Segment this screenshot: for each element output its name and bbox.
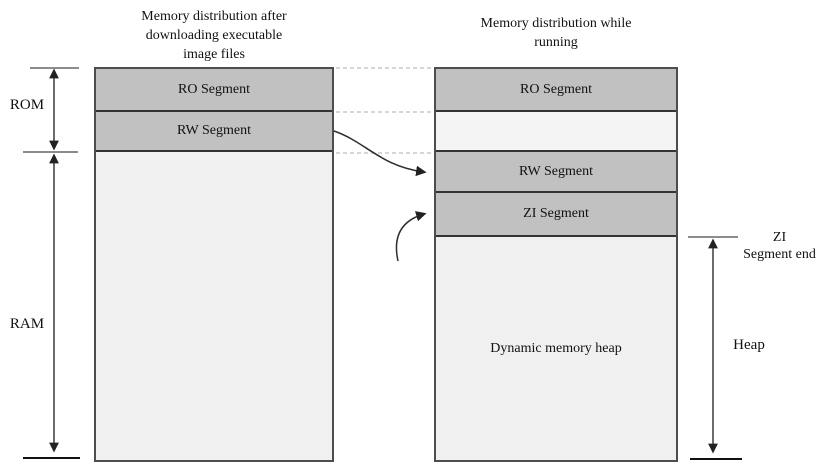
segment-label: Dynamic memory heap (490, 340, 622, 356)
ram-label: RAM (9, 316, 45, 332)
rw-relocation-arrow (333, 130, 427, 177)
title-line: running (534, 35, 578, 50)
right-column-title: Memory distribution while running (434, 14, 678, 52)
title-line: Memory distribution after (141, 9, 287, 24)
heap-label: Heap (733, 337, 765, 353)
segment-label: RO Segment (178, 81, 250, 97)
segment-label: ZI Segment (523, 206, 589, 221)
zi-end-line: ZI (772, 230, 787, 245)
title-line: downloading executable (145, 28, 283, 43)
right-zi-segment: ZI Segment (436, 193, 676, 237)
dynamic-memory-heap: Dynamic memory heap (436, 237, 676, 460)
left-empty-ram-area (96, 152, 332, 460)
segment-label: RO Segment (520, 81, 592, 97)
zi-creation-arrow (395, 211, 427, 262)
zi-end-line: Segment end (743, 247, 816, 262)
zi-segment-end-label: ZI Segment end (730, 229, 829, 263)
right-memory-column: RO Segment RW Segment ZI Segment Dynamic… (434, 67, 678, 462)
left-rw-segment: RW Segment (96, 112, 332, 152)
right-rw-segment: RW Segment (436, 152, 676, 193)
title-line: image files (183, 47, 245, 62)
right-ro-segment: RO Segment (436, 69, 676, 112)
right-gap-area (436, 112, 676, 152)
left-memory-column: RO Segment RW Segment (94, 67, 334, 462)
left-ro-segment: RO Segment (96, 69, 332, 112)
left-column-title: Memory distribution after downloading ex… (94, 7, 334, 64)
segment-label: RW Segment (518, 163, 594, 179)
title-line: Memory distribution while (480, 16, 632, 31)
segment-label: RW Segment (176, 123, 252, 138)
rom-label: ROM (9, 97, 45, 113)
